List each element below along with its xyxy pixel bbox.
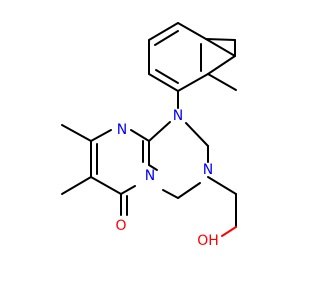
carbonyl-oxygen-label: O <box>115 218 126 234</box>
hydroxyl-label: OH <box>197 233 219 249</box>
chain-bond-3 <box>221 226 237 237</box>
n4-label: N <box>203 162 213 178</box>
methyl-bond-8 <box>61 124 92 142</box>
fused-ring-bonds <box>90 121 209 216</box>
methyl-bond-2 <box>207 73 237 91</box>
chain-bond-1 <box>207 176 237 195</box>
methyl-bond-3b <box>205 38 236 41</box>
n1-label: N <box>173 108 183 124</box>
structure-drawing: N N N N O OH <box>61 22 237 249</box>
methyl-bond-7 <box>61 176 92 195</box>
molecule-canvas: N N N N O OH <box>61 22 237 249</box>
phenyl-ring <box>148 22 236 92</box>
n3-label: N <box>145 168 155 184</box>
n2-label: N <box>117 122 127 138</box>
